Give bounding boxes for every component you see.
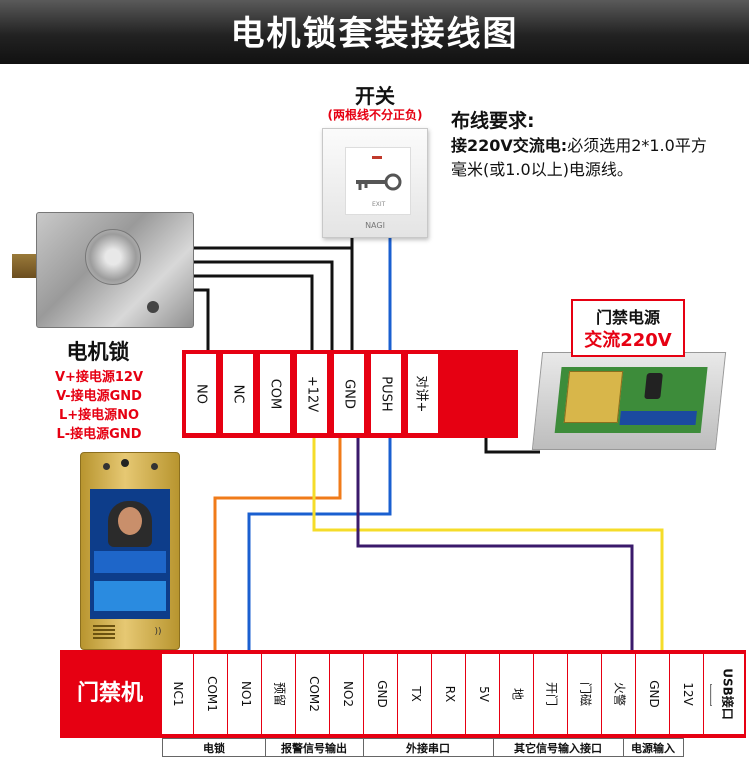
- camera-icon: [151, 463, 158, 470]
- controller-terminal: GND: [366, 654, 398, 734]
- wire-orange: [213, 438, 342, 654]
- controller-terminal: TX: [400, 654, 432, 734]
- face-photo: [108, 501, 152, 547]
- lock-wire-4: [190, 288, 210, 354]
- wiring-text: 接220V交流电:必须选用2*1.0平方毫米(或1.0以上)电源线。: [451, 134, 711, 182]
- capacitor-icon: [644, 373, 663, 399]
- wiring-title: 布线要求:: [451, 110, 535, 132]
- controller-terminal: 地: [502, 654, 534, 734]
- wire-yellow: [312, 438, 664, 654]
- lock-note: L-接电源GND: [56, 427, 142, 442]
- power-label: 门禁电源 交流220V: [571, 299, 685, 357]
- card-reader-icon: )): [154, 627, 162, 637]
- controller-terminal: NO2: [332, 654, 364, 734]
- key-icon: EXIT: [356, 156, 402, 208]
- psu-terminal: PUSH: [371, 354, 402, 433]
- lock-wire-3: [190, 274, 314, 354]
- screen-banner: [94, 551, 166, 573]
- access-controller-strip: 门禁机 NC1 COM1 NO1 预留 COM2 NO2 GND TX RX 5…: [60, 650, 746, 738]
- switch-brand: NAGI: [365, 221, 385, 230]
- wiring-bold: 接220V交流电:: [451, 136, 568, 155]
- device-screen: [90, 489, 170, 619]
- controller-terminal: 5V: [468, 654, 500, 734]
- group-divider: [363, 739, 364, 756]
- usb-port: USB接口: [712, 654, 744, 734]
- power-label-line2: 交流220V: [584, 330, 672, 351]
- lock-note: V+接电源12V: [54, 370, 144, 385]
- face-icon: [118, 507, 142, 535]
- psu-terminal: GND: [334, 354, 365, 433]
- screen-content: [94, 581, 166, 611]
- terminal-groups: 电锁 报警信号输出 外接串口 其它信号输入接口 电源输入: [162, 738, 684, 757]
- switch-title: 开关: [355, 84, 395, 108]
- psu-terminal: NO: [186, 354, 217, 433]
- controller-terminal: COM1: [196, 654, 228, 734]
- wire-purple: [356, 438, 634, 654]
- controller-terminal: NO1: [230, 654, 262, 734]
- controller-terminal: 12V: [672, 654, 704, 734]
- controller-terminal: RX: [434, 654, 466, 734]
- group-label: 电锁: [203, 742, 225, 755]
- wire-power-black: [484, 438, 540, 454]
- lock-title: 电机锁: [66, 340, 130, 364]
- lock-bolt: [12, 254, 40, 278]
- lock-keyhole-icon: [147, 301, 159, 313]
- switch-note: (两根线不分正负): [327, 108, 423, 122]
- group-divider: [493, 739, 494, 756]
- power-board: [554, 367, 708, 433]
- lock-wire-2: [190, 260, 334, 354]
- psu-terminal: +12V: [297, 354, 328, 433]
- exit-button: EXIT: [345, 147, 411, 215]
- group-label: 其它信号输入接口: [514, 742, 602, 755]
- group-label: 电源输入: [631, 742, 675, 755]
- wiring-body: 必须选用2*1.0平方毫米(或1.0以上)电源线。: [451, 136, 707, 179]
- access-power-supply: [531, 352, 727, 450]
- lock-note: L+接电源NO: [58, 408, 140, 423]
- controller-terminal: 火警: [604, 654, 636, 734]
- psu-terminal: NC: [223, 354, 254, 433]
- wire-blue-lower: [247, 438, 392, 654]
- controller-label: 门禁机: [76, 681, 143, 706]
- power-label-line1: 门禁电源: [595, 308, 660, 327]
- exit-switch: EXIT NAGI: [322, 128, 428, 238]
- controller-terminal: 预留: [264, 654, 296, 734]
- usb-label: USB接口: [720, 668, 735, 720]
- psu-terminal: COM: [260, 354, 291, 433]
- page-title: 电机锁套装接线图: [230, 14, 519, 54]
- intercom-device: )): [80, 452, 180, 650]
- lock-wire-1: [190, 246, 354, 354]
- title-bar: [0, 0, 749, 64]
- power-terminal-strip: NO NC COM +12V GND PUSH 对讲+ 电源 接线: [182, 350, 693, 438]
- motor-lock: [36, 212, 194, 328]
- group-divider: [265, 739, 266, 756]
- group-label: 外接串口: [406, 742, 450, 755]
- controller-terminals: NC1 COM1 NO1 预留 COM2 NO2 GND TX RX 5V 地 …: [162, 654, 744, 734]
- lock-note: V-接电源GND: [56, 389, 142, 404]
- camera-icon: [103, 463, 110, 470]
- group-label: 报警信号输出: [281, 742, 347, 755]
- speaker-grille-icon: [93, 625, 115, 639]
- switch-exit-text: EXIT: [372, 201, 386, 208]
- controller-terminal: GND: [638, 654, 670, 734]
- lock-cylinder-icon: [85, 229, 141, 285]
- power-terminal-block: [619, 411, 697, 425]
- transformer-icon: [563, 371, 624, 423]
- controller-terminal: NC1: [162, 654, 194, 734]
- controller-terminal: 开门: [536, 654, 568, 734]
- controller-terminal: COM2: [298, 654, 330, 734]
- camera-icon: [121, 459, 129, 467]
- controller-terminal: 门磁: [570, 654, 602, 734]
- group-divider: [623, 739, 624, 756]
- psu-terminal: 对讲+: [408, 354, 439, 433]
